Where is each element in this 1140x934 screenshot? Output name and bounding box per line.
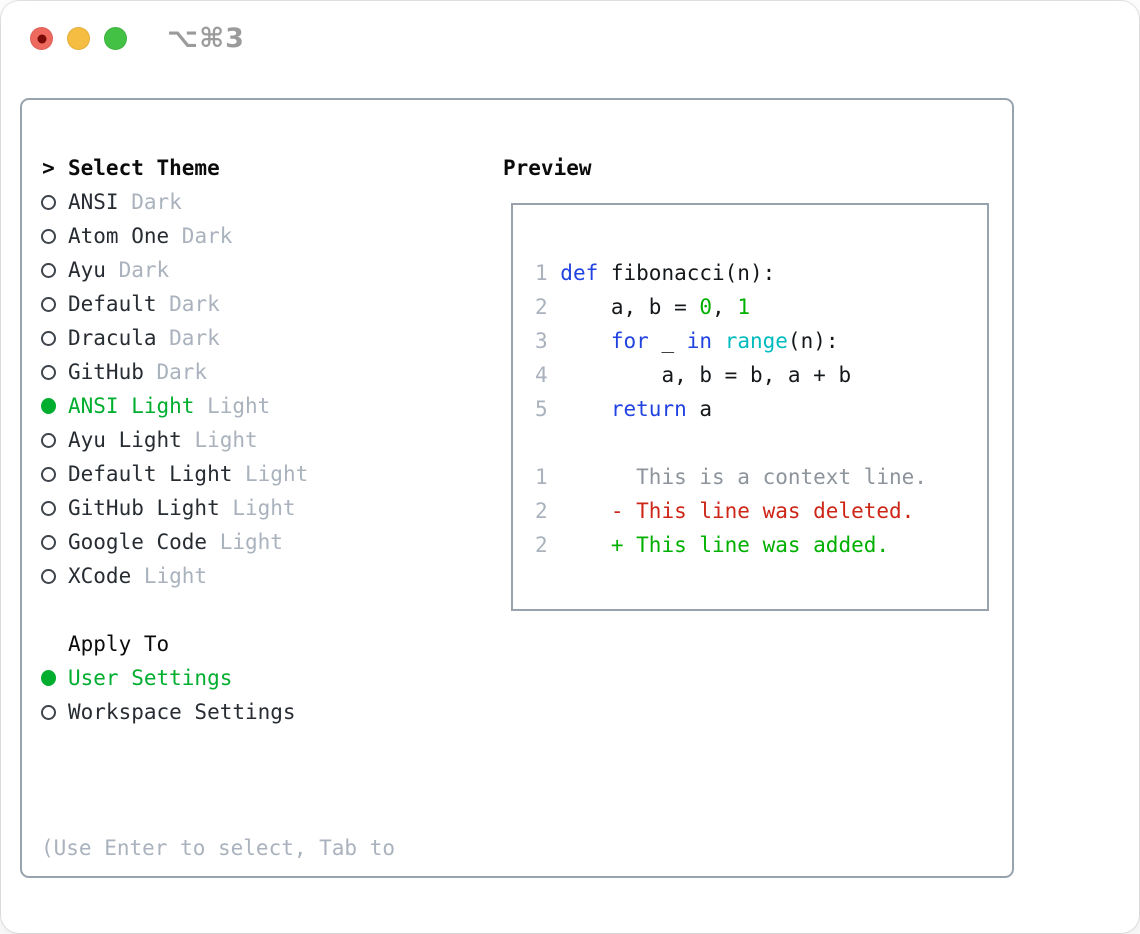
theme-variant-label: Dark [169,224,233,248]
theme-option[interactable]: XCode Light [41,559,308,593]
apply-to-header: Apply To [68,632,170,656]
window-title-shortcut: ⌥⌘3 [167,23,245,54]
theme-name-label: Atom One [68,224,170,248]
theme-name-label: Default Light [68,462,233,486]
theme-option[interactable]: GitHub Light Light [41,491,308,525]
theme-option[interactable]: Atom One Dark [41,219,308,253]
theme-option[interactable]: Default Dark [41,287,308,321]
theme-name-label: ANSI Light [68,394,195,418]
code-line: 4 a, b = b, a + b [535,363,852,387]
hint-line-1: (Use Enter to select, Tab to [41,836,396,860]
theme-option[interactable]: Default Light Light [41,457,308,491]
apply-to-header-row: Apply To [68,627,169,661]
code-line: 1 This is a context line. [535,465,927,489]
close-button[interactable] [30,27,53,50]
radio-icon [41,194,56,210]
code-line: 5 return a [535,397,713,421]
close-button-dot [37,34,46,43]
radio-icon [41,228,56,244]
code-line: 2 + This line was added. [535,533,890,557]
theme-variant-label: Light [207,530,283,554]
theme-name-label: GitHub Light [68,496,220,520]
select-theme-header-row: > Select Theme [41,151,220,185]
radio-icon [41,500,56,516]
code-line [535,426,977,460]
select-theme-header: Select Theme [68,156,220,180]
code-preview: 1 def fibonacci(n): 2 a, b = 0, 1 3 for _ … [535,256,977,562]
theme-variant-label: Dark [143,360,208,384]
theme-option[interactable]: Dracula Dark [41,321,308,355]
theme-name-label: Dracula [68,326,157,350]
zoom-button[interactable] [104,27,127,50]
radio-icon [41,432,56,448]
radio-selected-icon [41,398,56,414]
theme-name-label: Default [68,292,157,316]
code-line: 3 for _ in range(n): [535,329,839,353]
theme-name-label: Ayu [68,258,106,282]
theme-name-label: GitHub [68,360,144,384]
theme-variant-label: Dark [118,190,182,214]
theme-variant-label: Light [194,394,271,418]
code-line: 2 a, b = 0, 1 [535,295,750,319]
code-line: 1 def fibonacci(n): [535,261,776,285]
focus-prompt-icon: > [42,156,55,180]
preview-header: Preview [503,156,592,180]
apply-to-option-label: Workspace Settings [68,700,296,724]
theme-name-label: XCode [68,564,132,588]
theme-name-label: ANSI [68,190,119,214]
theme-variant-label: Dark [105,258,170,282]
theme-variant-label: Light [131,564,208,588]
radio-icon [41,296,56,312]
radio-selected-icon [41,670,56,686]
theme-variant-label: Dark [156,326,220,350]
apply-to-option-label: User Settings [68,666,233,690]
theme-option[interactable]: Ayu Dark [41,253,308,287]
radio-icon [41,364,56,380]
radio-icon [41,704,56,720]
code-line: 2 - This line was deleted. [535,499,915,523]
radio-icon [41,568,56,584]
radio-icon [41,330,56,346]
theme-name-label: Google Code [68,530,208,554]
preview-panel: 1 def fibonacci(n): 2 a, b = 0, 1 3 for _ … [511,203,989,611]
theme-variant-label: Light [232,462,309,486]
theme-name-label: Ayu Light [68,428,182,452]
radio-icon [41,466,56,482]
hint-text: (Use Enter to select, Tab to change focu… [41,763,395,934]
theme-option[interactable]: ANSI Light Light [41,389,308,423]
theme-option[interactable]: Google Code Light [41,525,308,559]
theme-option[interactable]: Ayu Light Light [41,423,308,457]
theme-variant-label: Dark [156,292,220,316]
theme-option[interactable]: GitHub Dark [41,355,308,389]
theme-variant-label: Light [219,496,296,520]
theme-variant-label: Light [181,428,258,452]
theme-option[interactable]: ANSI Dark [41,185,308,219]
radio-icon [41,262,56,278]
minimize-button[interactable] [67,27,90,50]
radio-icon [41,534,56,550]
apply-to-option[interactable]: Workspace Settings [41,695,296,729]
apply-to-option[interactable]: User Settings [41,661,296,695]
